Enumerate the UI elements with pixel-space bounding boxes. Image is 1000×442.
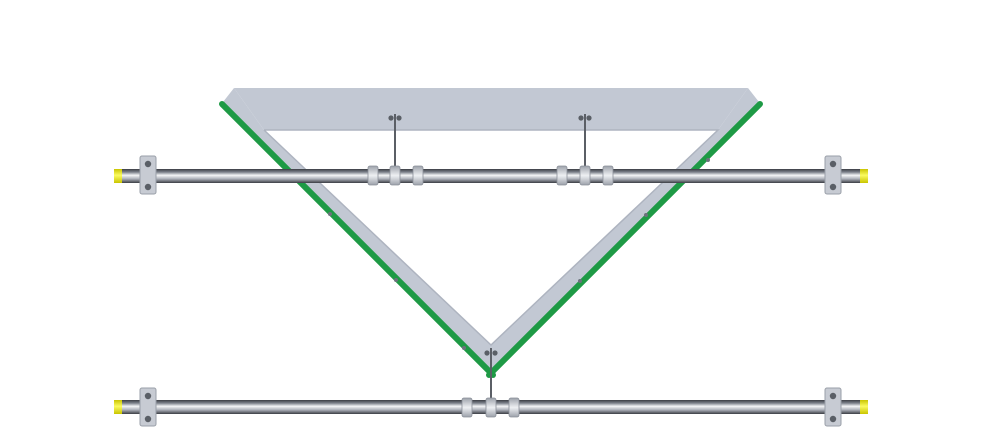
top-left-end-bracket: [139, 155, 157, 195]
top-rod-right-cap: [860, 169, 868, 183]
top-right-end-bracket: [824, 155, 842, 195]
frame-inner-edge: [263, 129, 720, 347]
frame-left-green-edge: [219, 101, 496, 378]
bottom-rod-right-cap: [860, 400, 868, 414]
top-rod-left-cap: [114, 169, 122, 183]
top-rod-assembly: [114, 155, 868, 195]
bottom-rod-left-cap: [114, 400, 122, 414]
top-rod-hanger-right: [556, 114, 614, 186]
triangular-frame: [219, 88, 763, 378]
frame-top-member: [234, 88, 748, 130]
frame-right-green-edge: [486, 101, 763, 378]
frame-right-member: [491, 88, 759, 372]
bottom-right-end-bracket: [824, 387, 842, 427]
top-rod: [118, 169, 864, 183]
frame-fasteners: [328, 158, 710, 350]
frame-left-member: [223, 88, 491, 372]
top-rod-hanger-left: [367, 114, 424, 186]
bottom-left-end-bracket: [139, 387, 157, 427]
bottom-rod-hanger: [461, 348, 520, 418]
